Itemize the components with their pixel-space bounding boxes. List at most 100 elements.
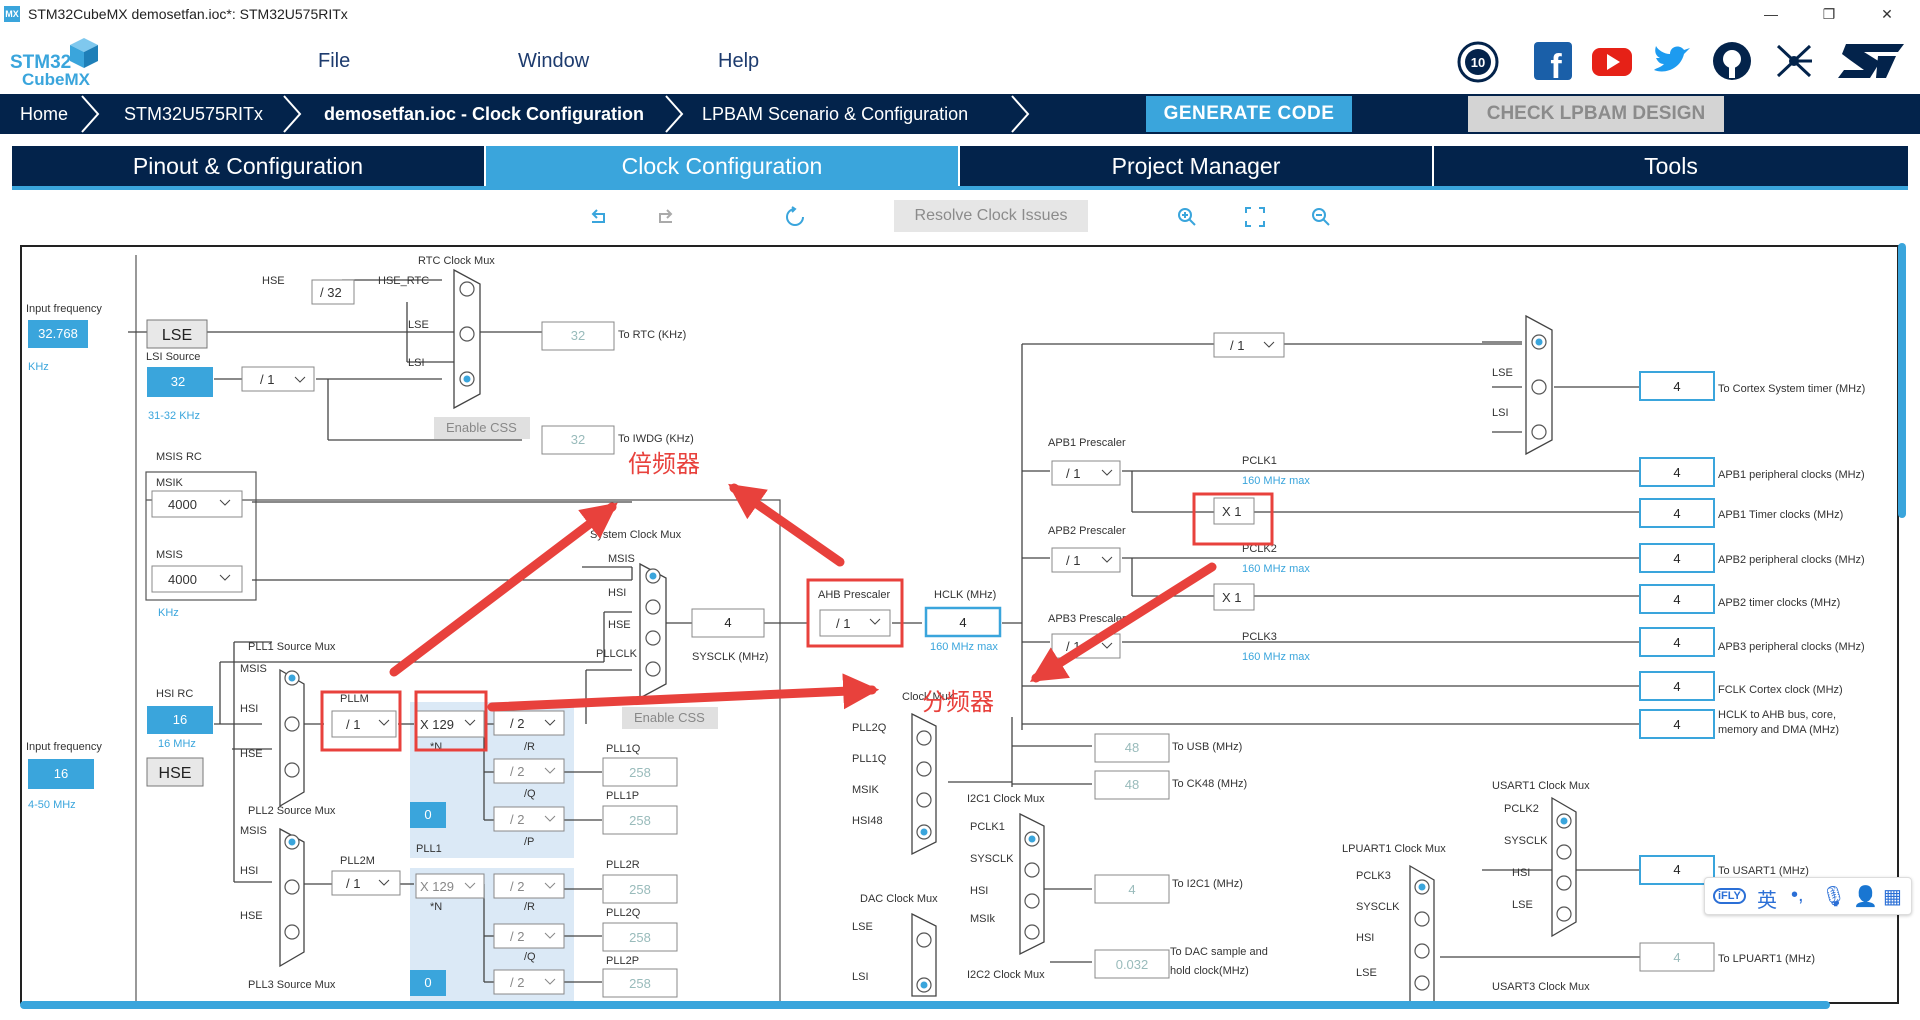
svg-text:APB2 Prescaler: APB2 Prescaler bbox=[1048, 525, 1126, 537]
svg-text:To USB (MHz): To USB (MHz) bbox=[1172, 741, 1242, 753]
user-icon[interactable]: 👤 bbox=[1853, 886, 1878, 908]
svg-text:MSIS: MSIS bbox=[240, 663, 267, 675]
svg-text:HSI48: HSI48 bbox=[852, 815, 883, 827]
svg-text:4: 4 bbox=[1673, 862, 1680, 877]
svg-text:AHB Prescaler: AHB Prescaler bbox=[818, 589, 890, 601]
svg-text:16 MHz: 16 MHz bbox=[158, 738, 196, 750]
svg-text:31-32 KHz: 31-32 KHz bbox=[148, 410, 200, 422]
svg-text:memory and DMA (MHz): memory and DMA (MHz) bbox=[1718, 724, 1839, 736]
svg-text:PCLK2: PCLK2 bbox=[1504, 803, 1539, 815]
svg-text:MSIK: MSIK bbox=[156, 477, 184, 489]
svg-text:/ 1: / 1 bbox=[260, 372, 274, 387]
chevron-right-icon bbox=[283, 95, 302, 133]
tab-project[interactable]: Project Manager bbox=[960, 146, 1432, 188]
svg-text:/ 1: / 1 bbox=[346, 717, 360, 732]
check-lpbam-button[interactable]: CHECK LPBAM DESIGN bbox=[1468, 96, 1724, 132]
horizontal-scrollbar[interactable] bbox=[20, 1001, 1830, 1009]
svg-text:4: 4 bbox=[1673, 379, 1680, 394]
ime-lang-toggle[interactable]: 英 bbox=[1757, 890, 1777, 912]
svg-text:258: 258 bbox=[629, 813, 651, 828]
frames bbox=[135, 255, 781, 1002]
mux-selected bbox=[288, 338, 1568, 989]
breadcrumb-mcu[interactable]: STM32U575RITx bbox=[124, 104, 264, 124]
svg-text:System Clock Mux: System Clock Mux bbox=[590, 529, 682, 541]
annotation-arrows bbox=[389, 483, 1217, 712]
stm32cubemx-logo: STM32 CubeMX bbox=[10, 34, 100, 90]
breadcrumb-home[interactable]: Home bbox=[20, 104, 69, 124]
st-logo-icon[interactable] bbox=[1834, 40, 1908, 82]
ime-toolbar[interactable]: iFLY 英 •, 🎙 👤 ▦ bbox=[1704, 877, 1912, 915]
svg-text:LSE: LSE bbox=[162, 327, 192, 344]
vertical-scrollbar[interactable] bbox=[1898, 243, 1906, 518]
tab-clock[interactable]: Clock Configuration bbox=[486, 146, 958, 188]
restore-button[interactable]: ❐ bbox=[1822, 6, 1836, 22]
chevron-right-icon bbox=[81, 95, 100, 133]
ifly-icon[interactable]: iFLY bbox=[1713, 888, 1746, 904]
zoom-in-icon[interactable] bbox=[1176, 206, 1198, 228]
svg-text:X 129: X 129 bbox=[420, 879, 454, 894]
refresh-icon[interactable] bbox=[784, 206, 806, 228]
svg-text:Input frequency: Input frequency bbox=[26, 303, 102, 315]
facebook-icon[interactable]: f bbox=[1532, 40, 1574, 82]
breadcrumb-lpbam[interactable]: LPBAM Scenario & Configuration bbox=[702, 104, 969, 124]
svg-text:LSI: LSI bbox=[1492, 407, 1509, 419]
svg-text:/ 1: / 1 bbox=[346, 876, 360, 891]
svg-text:PLL2P: PLL2P bbox=[606, 955, 639, 967]
svg-text:SYSCLK: SYSCLK bbox=[1356, 901, 1400, 913]
svg-text:Enable CSS: Enable CSS bbox=[634, 710, 705, 725]
svg-text:PLLM: PLLM bbox=[340, 693, 369, 705]
svg-text:0: 0 bbox=[424, 975, 431, 990]
svg-text:Clock Mux: Clock Mux bbox=[902, 691, 954, 703]
svg-text:MSIS: MSIS bbox=[608, 553, 635, 565]
svg-text:PCLK3: PCLK3 bbox=[1356, 870, 1391, 882]
svg-text:KHz: KHz bbox=[158, 607, 179, 619]
fit-screen-icon[interactable] bbox=[1244, 206, 1266, 228]
cube-icon bbox=[70, 38, 98, 68]
tab-pinout[interactable]: Pinout & Configuration bbox=[12, 146, 484, 188]
divider-label: 分频器 bbox=[922, 689, 994, 716]
svg-text:160 MHz max: 160 MHz max bbox=[930, 641, 998, 653]
svg-text:/ 2: / 2 bbox=[510, 716, 524, 731]
svg-text:APB3 peripheral clocks (MHz): APB3 peripheral clocks (MHz) bbox=[1718, 641, 1865, 653]
svg-text:I2C1 Clock Mux: I2C1 Clock Mux bbox=[967, 793, 1045, 805]
svg-text:LSE: LSE bbox=[1512, 899, 1533, 911]
close-button[interactable]: ✕ bbox=[1881, 6, 1893, 22]
svg-text:4: 4 bbox=[1673, 950, 1680, 965]
breadcrumb-project[interactable]: demosetfan.ioc - Clock Configuration bbox=[324, 104, 645, 124]
resolve-clock-issues-button[interactable]: Resolve Clock Issues bbox=[894, 200, 1088, 232]
redo-icon[interactable] bbox=[654, 206, 676, 228]
svg-text:HCLK to AHB bus, core,: HCLK to AHB bus, core, bbox=[1718, 709, 1836, 721]
svg-text:LSE: LSE bbox=[408, 319, 429, 331]
svg-text:SYSCLK: SYSCLK bbox=[1504, 835, 1548, 847]
svg-text:4: 4 bbox=[959, 615, 966, 630]
tab-tools[interactable]: Tools bbox=[1434, 146, 1908, 188]
github-icon[interactable] bbox=[1710, 40, 1754, 82]
window-title: STM32CubeMX demosetfan.ioc*: STM32U575RI… bbox=[28, 6, 348, 22]
svg-text:SYSCLK (MHz): SYSCLK (MHz) bbox=[692, 651, 768, 663]
undo-icon[interactable] bbox=[588, 206, 610, 228]
grid-icon[interactable]: ▦ bbox=[1883, 886, 1902, 908]
punctuation-icon[interactable]: •, bbox=[1791, 884, 1804, 906]
svg-text:32: 32 bbox=[171, 374, 185, 389]
menu-window[interactable]: Window bbox=[518, 50, 590, 72]
network-icon[interactable] bbox=[1772, 40, 1816, 82]
svg-text:hold clock(MHz): hold clock(MHz) bbox=[1170, 965, 1249, 977]
youtube-icon[interactable] bbox=[1590, 40, 1634, 82]
svg-text:LSI: LSI bbox=[408, 357, 425, 369]
menu-file[interactable]: File bbox=[318, 50, 351, 72]
svg-text:PCLK2: PCLK2 bbox=[1242, 543, 1277, 555]
microphone-icon[interactable]: 🎙 bbox=[1821, 886, 1847, 908]
mux-radios bbox=[284, 281, 1572, 993]
anniversary-10-icon[interactable]: 10 bbox=[1456, 40, 1500, 84]
svg-text:0: 0 bbox=[424, 807, 431, 822]
generate-code-button[interactable]: GENERATE CODE bbox=[1146, 96, 1352, 132]
minimize-button[interactable]: — bbox=[1764, 6, 1778, 22]
zoom-out-icon[interactable] bbox=[1310, 206, 1332, 228]
svg-text:PLL2Q: PLL2Q bbox=[852, 722, 887, 734]
svg-text:APB2 peripheral clocks (MHz): APB2 peripheral clocks (MHz) bbox=[1718, 554, 1865, 566]
twitter-icon[interactable] bbox=[1650, 40, 1694, 82]
menu-help[interactable]: Help bbox=[718, 50, 760, 72]
svg-text:To USART1 (MHz): To USART1 (MHz) bbox=[1718, 865, 1809, 877]
svg-text:USART1 Clock Mux: USART1 Clock Mux bbox=[1492, 780, 1590, 792]
svg-text:HSI: HSI bbox=[240, 865, 258, 877]
